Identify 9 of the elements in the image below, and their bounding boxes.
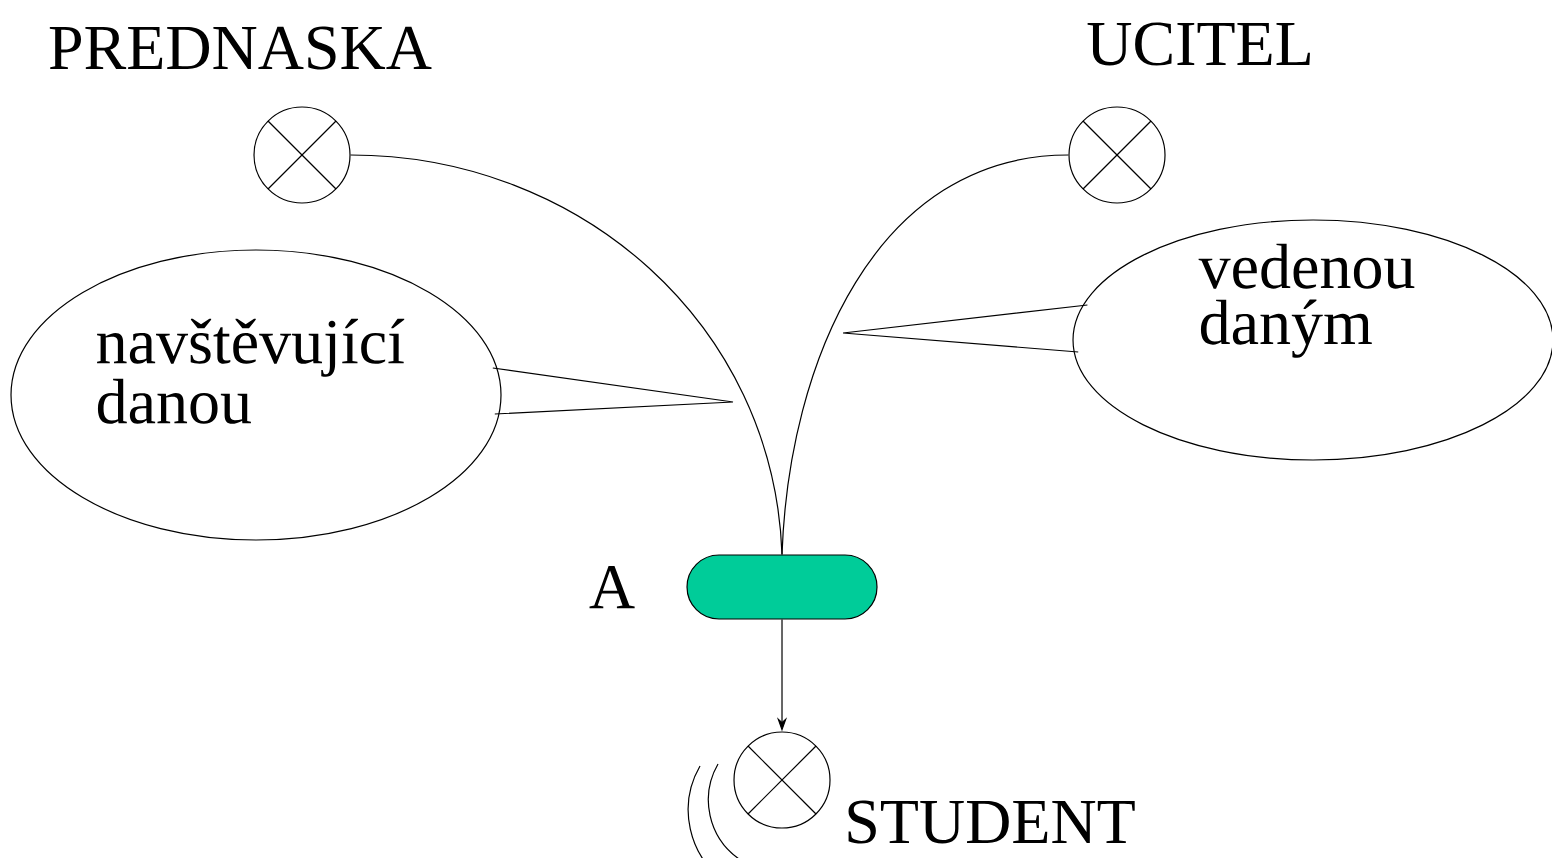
node-label: PREDNASKA	[49, 26, 432, 70]
node-label: A	[589, 565, 635, 609]
node-label: UCITEL	[1087, 22, 1310, 66]
callout-tail	[492, 367, 734, 415]
callout-text: vedenou daným	[1198, 243, 1415, 358]
callout-text: navštěvující danou	[97, 318, 405, 424]
connector-curve	[781, 154, 1069, 555]
node-label: STUDENT	[848, 800, 1135, 844]
callout-tail	[842, 304, 1088, 353]
